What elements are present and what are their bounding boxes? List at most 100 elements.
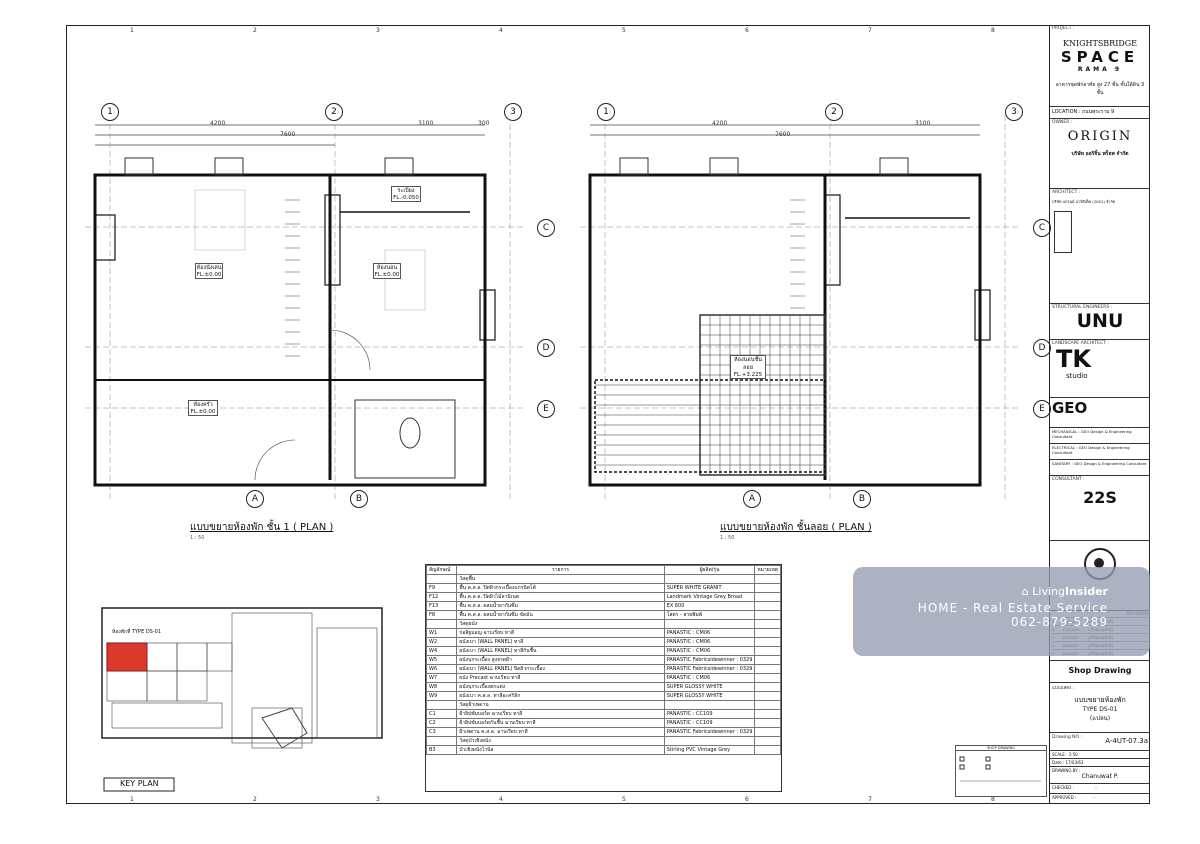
dim-label: 300 <box>478 120 490 127</box>
spec-cell <box>425 736 458 746</box>
spec-cell <box>754 718 781 728</box>
border-tick: 6 <box>745 27 749 34</box>
spec-cell: วัสดุผนัง <box>456 619 665 629</box>
spec-cell: ผนังเบา (WALL PANEL) ทาสีกันชื้น <box>456 646 665 656</box>
dim-label: 7600 <box>280 131 296 138</box>
drawing-title: แบบขยายห้องพัก <box>1074 696 1126 704</box>
spec-cell: F13 <box>425 601 458 611</box>
tb-elec: ELECTRICAL : GEO Design & Engineering Co… <box>1050 444 1150 460</box>
tb-date: Date : 17/03/63 <box>1050 759 1150 767</box>
border-tick: 1 <box>130 796 134 803</box>
spec-cell <box>425 700 458 710</box>
spec-cell: วัสดุฝ้าเพดาน <box>456 700 665 710</box>
spec-cell <box>754 745 781 755</box>
spec-cell <box>663 574 756 584</box>
spec-cell: Landmark Vintage Grey Broad <box>663 592 756 602</box>
tb-scale: SCALE : 1:50 <box>1050 751 1150 759</box>
project-desc: อาคารชุดพักอาศัย สูง 27 ชั้น ชั้นใต้ดิน … <box>1055 82 1145 96</box>
tb-consultant: CONSULTANT : 22S <box>1050 476 1150 541</box>
border-tick: 4 <box>499 796 503 803</box>
architect-name: บริษัท แกรนด์ อาร์คิเท็ค (2001) จำกัด <box>1052 199 1116 204</box>
scale-value: 1:50 <box>1068 752 1078 757</box>
spec-cell: C1 <box>425 709 458 719</box>
dim-label: 3100 <box>418 120 434 127</box>
spec-cell: พื้น ค.ส.ล. ปิดผิวกระเบื้องแกรนิตโต้ <box>456 583 665 593</box>
tb-project: PROJECT : KNIGHTSBRIDGE SPACE RAMA 9 อาค… <box>1050 25 1150 107</box>
grid-bubble-c: C <box>1033 219 1051 237</box>
border-tick: 1 <box>130 27 134 34</box>
grid-bubble-1: 1 <box>597 103 615 121</box>
spec-cell: C3 <box>425 727 458 737</box>
spec-cell <box>663 700 756 710</box>
border-tick: 7 <box>868 27 872 34</box>
spec-cell: W7 <box>425 673 458 683</box>
border-tick: 5 <box>622 796 626 803</box>
spec-cell <box>425 619 458 629</box>
owner-logo: ORIGIN <box>1067 129 1133 144</box>
geo-logo: GEO <box>1052 399 1088 417</box>
spec-cell: SUPER WHITE GRANIT <box>663 583 756 593</box>
owner-company: บริษัท ออริจิ้น พร็อพ จำกัด <box>1071 151 1129 157</box>
tb-geo: GEO <box>1050 398 1150 428</box>
key-plan: ห้องพักที่ TYPE DS-01 KEY PLAN <box>92 588 392 793</box>
project-brand: KNIGHTSBRIDGE <box>1062 39 1138 48</box>
border-tick: 3 <box>376 796 380 803</box>
spec-cell: ฝ้ายิปซั่มบอร์ด ฉาบเรียบ ทาสี <box>456 709 665 719</box>
tb-drawing-no: Drawing NO : A-4UT-07.3a <box>1050 733 1150 751</box>
drawing-no: A-4UT-07.3a <box>1105 737 1148 745</box>
dim-label: 4200 <box>210 120 226 127</box>
grid-bubble-2: 2 <box>325 103 343 121</box>
watermark-phone: 062-879-5289 <box>1010 615 1108 629</box>
grid-bubble-3: 3 <box>504 103 522 121</box>
spec-cell: W5 <box>425 655 458 665</box>
spec-cell: PANASTIC Fabricsidewinner : 0329 <box>663 727 756 737</box>
spec-cell: PANASTIC Fabricsidewinner : 0329 <box>663 655 756 665</box>
spec-cell <box>754 610 781 620</box>
tb-drawing-title: แบบแสดง : แบบขยายห้องพัก TYPE DS-01 (แปล… <box>1050 683 1150 733</box>
title-block: PROJECT : KNIGHTSBRIDGE SPACE RAMA 9 อาค… <box>1049 25 1150 804</box>
spec-cell <box>754 727 781 737</box>
plan-left-scale: 1 : 50 <box>190 535 205 541</box>
project-name: SPACE <box>1060 48 1140 66</box>
tb-stage: Shop Drawing <box>1050 661 1150 683</box>
spec-cell <box>754 574 781 584</box>
spec-cell: W6 <box>425 664 458 674</box>
key-plan-label: KEY PLAN <box>120 779 159 788</box>
watermark-service: HOME - Real Estate Service <box>917 601 1108 615</box>
spec-cell: พื้น ค.ส.ล. ปิดผิวไม้ลามิเนต <box>456 592 665 602</box>
tb-landscape: LANDSCAPE ARCHITECT : TK studio <box>1050 340 1150 398</box>
section-mark-a: A <box>246 490 264 508</box>
dim-label: 4200 <box>712 120 728 127</box>
spec-cell: วัสดุบัวเชิงผนัง <box>456 736 665 746</box>
spec-cell: W4 <box>425 646 458 656</box>
tb-architect: ARCHITECT : บริษัท แกรนด์ อาร์คิเท็ค (20… <box>1050 189 1150 304</box>
spec-cell: SUPER GLOSSY WHITE <box>663 691 756 701</box>
tb-drawn-by: DRAWING BY : Chanuwat P. <box>1050 767 1150 784</box>
spec-cell: F9 <box>425 583 458 593</box>
spec-cell: SUPER GLOSSY WHITE <box>663 682 756 692</box>
material-spec-table: สัญลักษณ์ รายการ ผู้ผลิต/รุ่น หมายเหตุ ว… <box>425 564 782 792</box>
spec-cell <box>754 637 781 647</box>
architect-logo <box>1054 211 1072 253</box>
drawn-by: Chanuwat P. <box>1081 773 1119 780</box>
section-mark-b: B <box>350 490 368 508</box>
tb-sanitary: SANITARY : GEO Design & Engineering Cons… <box>1050 460 1150 476</box>
spec-row: วัสดุบัวเชิงผนัง <box>425 736 781 746</box>
key-plan-unit-label: ห้องพักที่ TYPE DS-01 <box>112 629 162 635</box>
spec-cell <box>754 691 781 701</box>
spec-cell <box>754 655 781 665</box>
tb-owner: OWNER : ORIGIN บริษัท ออริจิ้น พร็อพ จำก… <box>1050 119 1150 189</box>
border-tick: 6 <box>745 796 749 803</box>
spec-cell: PANASTIC : CM06 <box>663 673 756 683</box>
